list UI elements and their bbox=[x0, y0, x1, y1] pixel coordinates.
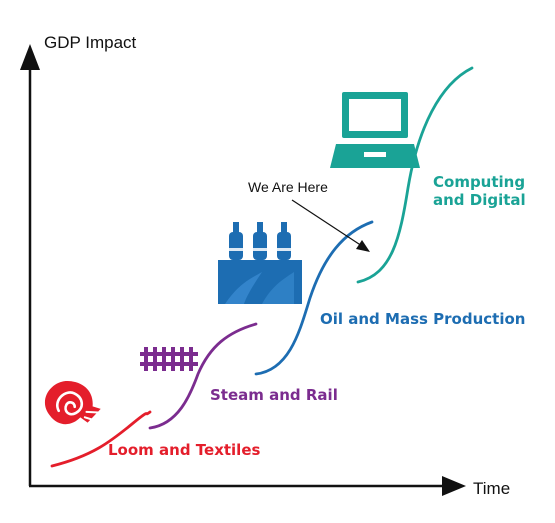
x-axis-label: Time bbox=[473, 479, 510, 498]
computing-curve bbox=[356, 66, 474, 284]
computing-label-line-1: Computing bbox=[433, 173, 525, 191]
loom-curve bbox=[50, 410, 152, 468]
computing-label: Computing and Digital bbox=[433, 173, 530, 209]
laptop-icon bbox=[330, 92, 420, 168]
steam-label: Steam and Rail bbox=[210, 386, 338, 404]
x-axis-arrowhead bbox=[442, 476, 466, 496]
y-axis-label: GDP Impact bbox=[44, 33, 137, 52]
computing-label-line-2: and Digital bbox=[433, 191, 526, 209]
we-are-here-annotation: We Are Here bbox=[248, 179, 370, 252]
wave-steam: Steam and Rail bbox=[140, 322, 338, 430]
oil-label: Oil and Mass Production bbox=[320, 310, 525, 328]
wave-loom: Loom and Textiles bbox=[44, 381, 260, 468]
wave-oil: Oil and Mass Production bbox=[218, 220, 525, 376]
loom-label: Loom and Textiles bbox=[108, 441, 260, 459]
we-are-here-arrowhead bbox=[356, 240, 370, 252]
we-are-here-arrow-line bbox=[291, 199, 363, 247]
wave-computing: Computing and Digital bbox=[330, 66, 530, 284]
steam-curve bbox=[148, 322, 258, 430]
oil-curve bbox=[254, 220, 374, 376]
we-are-here-label: We Are Here bbox=[248, 179, 328, 195]
y-axis-arrowhead bbox=[20, 44, 40, 70]
railway-track-icon bbox=[140, 347, 198, 371]
axes: GDP Impact Time bbox=[20, 33, 510, 498]
loom-spool-icon bbox=[44, 381, 101, 425]
factory-icon bbox=[218, 222, 302, 304]
